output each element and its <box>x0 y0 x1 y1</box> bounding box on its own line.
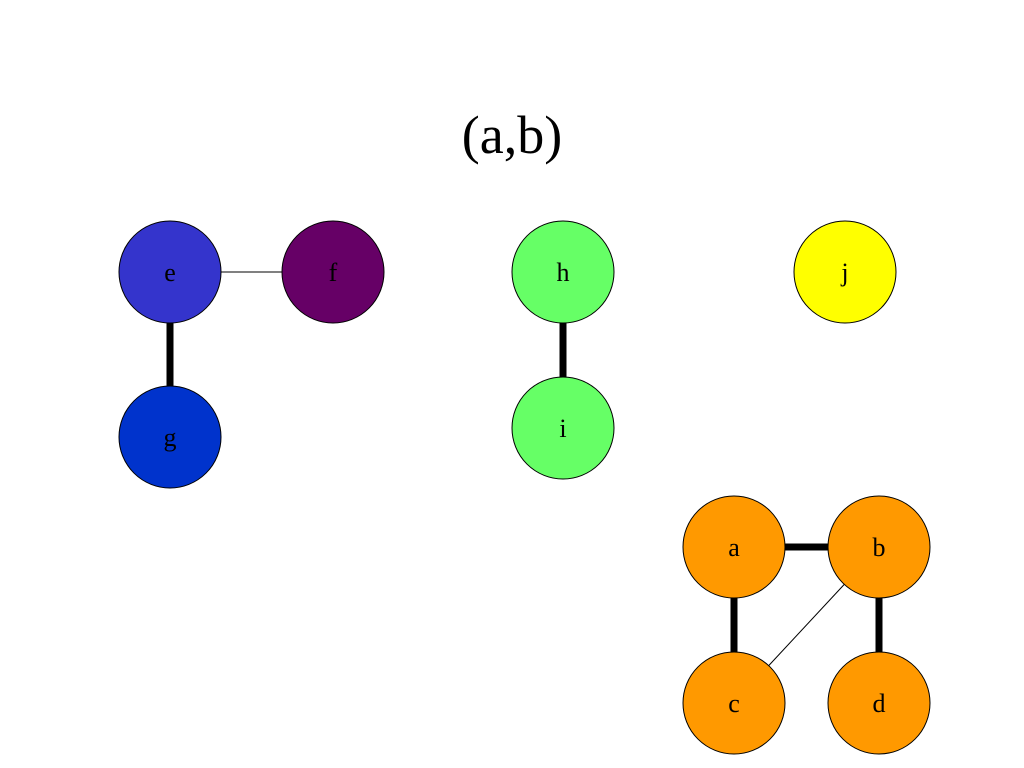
node-circle-j <box>793 220 897 324</box>
node-b: b <box>827 495 931 599</box>
node-circle-e <box>118 220 222 324</box>
node-label-j: j <box>840 258 848 287</box>
node-a: a <box>682 495 786 599</box>
node-j: j <box>793 220 897 324</box>
node-circle-d <box>827 651 931 755</box>
node-g: g <box>118 385 222 489</box>
node-label-b: b <box>873 533 886 562</box>
node-circle-c <box>682 651 786 755</box>
node-d: d <box>827 651 931 755</box>
node-circle-b <box>827 495 931 599</box>
node-label-a: a <box>728 533 740 562</box>
node-circle-g <box>118 385 222 489</box>
node-label-h: h <box>557 258 570 287</box>
node-f: f <box>281 220 385 324</box>
edge-layer <box>166 271 883 666</box>
node-c: c <box>682 651 786 755</box>
node-label-d: d <box>873 689 886 718</box>
node-i: i <box>511 376 615 480</box>
node-label-c: c <box>728 689 740 718</box>
node-e: e <box>118 220 222 324</box>
node-circle-h <box>511 220 615 324</box>
node-label-g: g <box>164 423 177 452</box>
slide-title: (a,b) <box>461 105 563 165</box>
node-h: h <box>511 220 615 324</box>
node-circle-i <box>511 376 615 480</box>
node-circle-a <box>682 495 786 599</box>
node-circle-f <box>281 220 385 324</box>
edge-b-c <box>768 584 845 666</box>
node-label-e: e <box>164 258 176 287</box>
node-label-i: i <box>559 414 566 443</box>
node-layer: e f g h i j a b c d <box>118 220 931 755</box>
node-label-f: f <box>329 258 338 287</box>
